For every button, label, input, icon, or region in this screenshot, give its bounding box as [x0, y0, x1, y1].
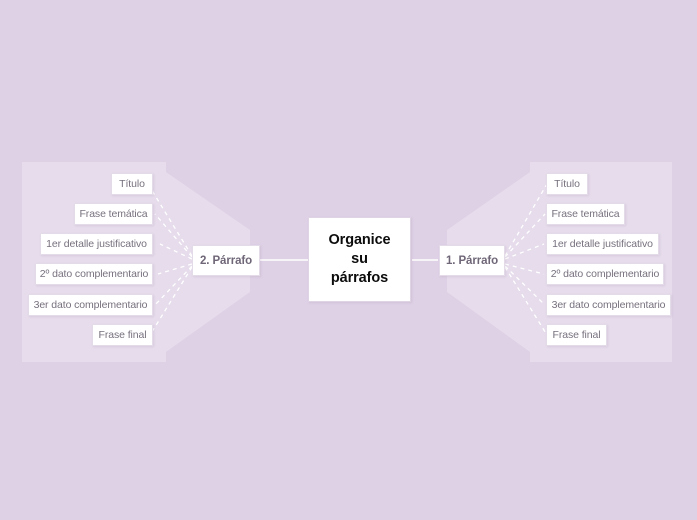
link-branch-right-leaf-1 — [504, 183, 548, 257]
branch-node-left-label: 2. Párrafo — [199, 254, 253, 267]
link-branch-left-leaf-4 — [157, 263, 193, 275]
leaf-node-left-1-label: Título — [119, 178, 145, 190]
leaf-node-left-4-label: 2º dato complementario — [39, 268, 149, 280]
leaf-node-right-6[interactable]: Frase final — [546, 324, 607, 346]
leaf-node-left-2[interactable]: Frase temática — [74, 203, 153, 225]
link-branch-left-leaf-2 — [154, 213, 193, 258]
leaf-node-right-2[interactable]: Frase temática — [546, 203, 625, 225]
leaf-node-left-5[interactable]: 3er dato complementario — [28, 294, 153, 316]
root-node-line-2: su — [351, 250, 368, 267]
leaf-node-left-2-label: Frase temática — [79, 208, 148, 220]
leaf-node-right-1-label: Título — [554, 178, 580, 190]
leaf-node-left-3[interactable]: 1er detalle justificativo — [40, 233, 153, 255]
leaf-node-right-4[interactable]: 2º dato complementario — [546, 263, 664, 285]
link-branch-left-leaf-3 — [159, 243, 193, 260]
leaf-node-right-5[interactable]: 3er dato complementario — [546, 294, 671, 316]
leaf-node-left-4[interactable]: 2º dato complementario — [35, 263, 153, 285]
root-node[interactable]: Organice su párrafos — [308, 217, 411, 302]
root-node-line-1: Organice — [328, 231, 391, 248]
leaf-node-left-6[interactable]: Frase final — [92, 324, 153, 346]
branch-node-right[interactable]: 1. Párrafo — [439, 245, 505, 276]
link-branch-right-leaf-5 — [504, 265, 546, 306]
link-branch-left-leaf-6 — [149, 266, 193, 336]
leaf-node-left-6-label: Frase final — [98, 329, 147, 341]
leaf-node-right-2-label: Frase temática — [551, 208, 620, 220]
leaf-node-right-5-label: 3er dato complementario — [551, 299, 666, 311]
leaf-node-right-6-label: Frase final — [552, 329, 601, 341]
link-branch-right-leaf-4 — [504, 263, 545, 275]
link-branch-left-leaf-5 — [154, 265, 193, 306]
leaf-node-left-1[interactable]: Título — [111, 173, 153, 195]
root-node-line-3: párrafos — [330, 270, 389, 287]
leaf-node-right-4-label: 2º dato complementario — [550, 268, 660, 280]
link-branch-left-leaf-1 — [147, 183, 193, 257]
link-branch-right-leaf-6 — [504, 266, 548, 336]
leaf-node-right-1[interactable]: Título — [546, 173, 588, 195]
leaf-node-right-3[interactable]: 1er detalle justificativo — [546, 233, 659, 255]
branch-node-right-label: 1. Párrafo — [445, 254, 499, 267]
link-branch-right-leaf-2 — [504, 213, 546, 258]
leaf-node-right-3-label: 1er detalle justificativo — [552, 238, 653, 250]
leaf-node-left-3-label: 1er detalle justificativo — [46, 238, 147, 250]
branch-node-left[interactable]: 2. Párrafo — [192, 245, 260, 276]
leaf-node-left-5-label: 3er dato complementario — [33, 299, 148, 311]
link-branch-right-leaf-3 — [504, 243, 545, 260]
